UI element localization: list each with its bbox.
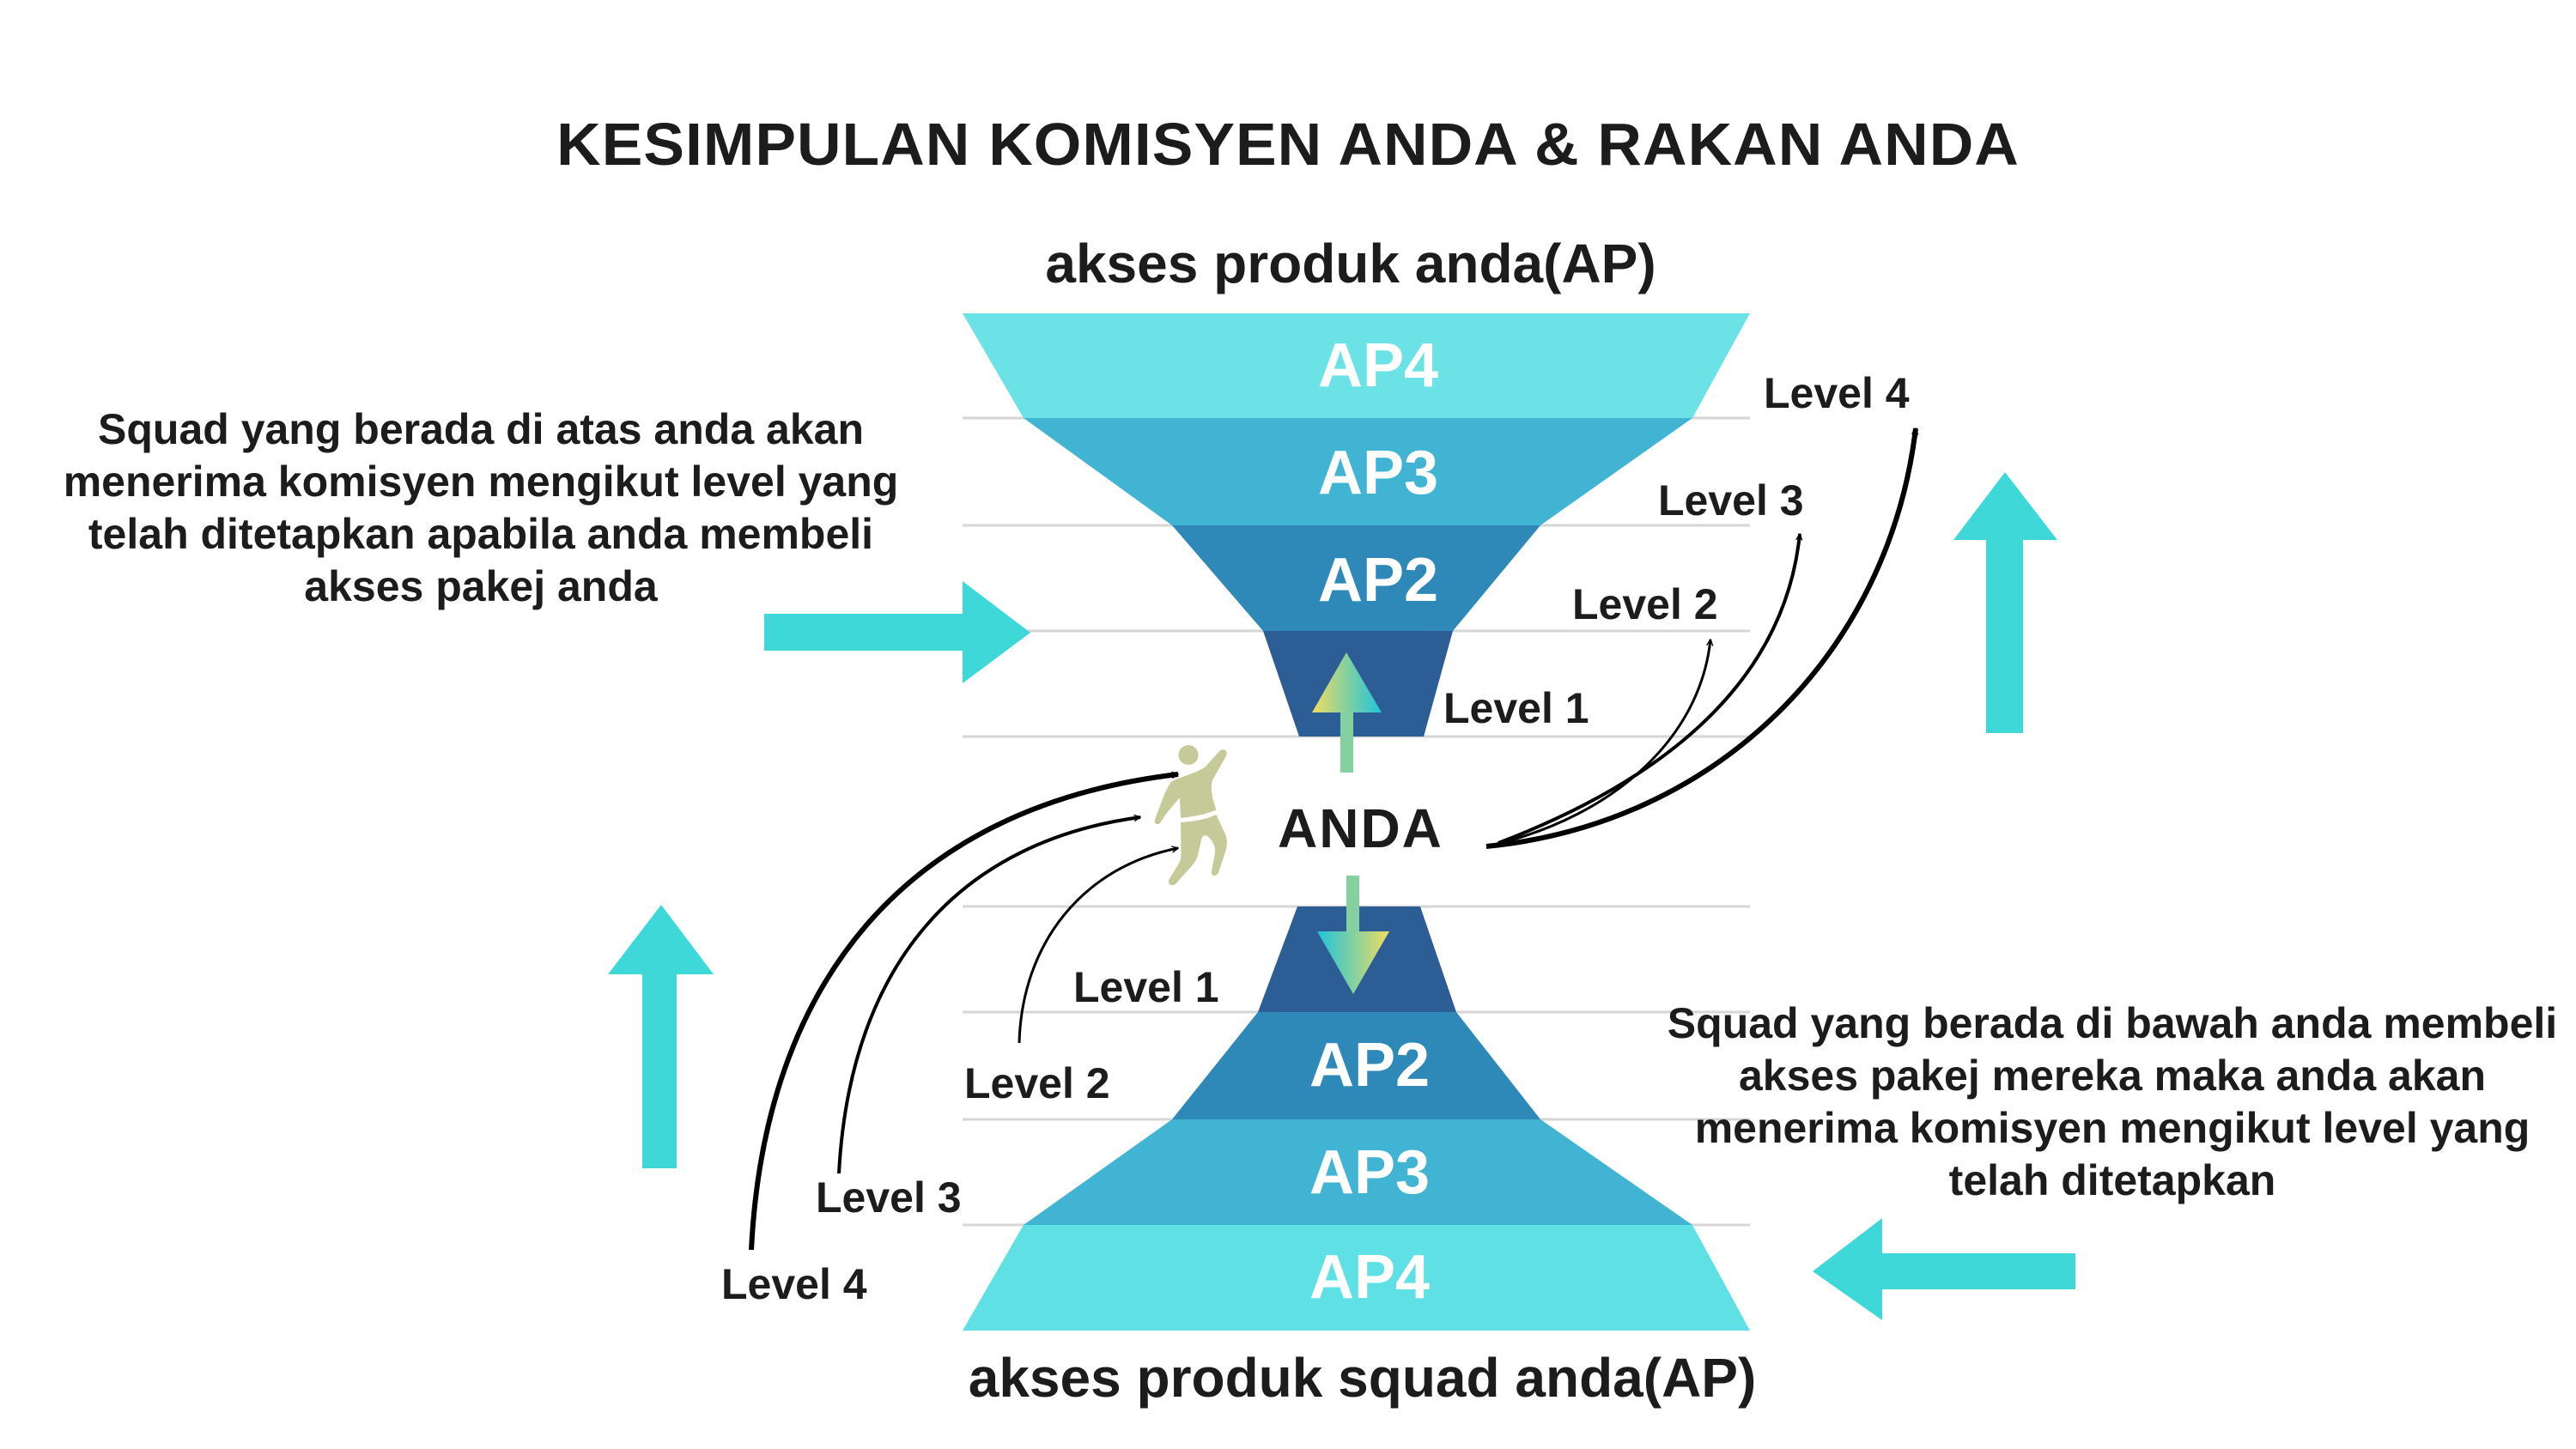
top-level-2-label: Level 2 xyxy=(1572,580,1718,628)
top-tier-ap3 xyxy=(1024,418,1692,525)
left-up-arrow-icon xyxy=(608,905,714,1168)
arrow-to-level-3-right xyxy=(1498,534,1800,845)
bottom-level-3-label: Level 3 xyxy=(816,1173,962,1222)
left-level-arrows xyxy=(749,774,1178,1251)
top-tier-ap2 xyxy=(1172,525,1540,631)
right-level-arrows xyxy=(1485,428,1916,849)
arrow-from-level-3-left xyxy=(837,817,1140,1174)
bottom-tier-ap4 xyxy=(963,1225,1750,1331)
arrow-to-level-2-right xyxy=(1493,640,1710,846)
bottom-level-2-label: Level 2 xyxy=(964,1059,1110,1107)
top-level-4-label: Level 4 xyxy=(1764,369,1910,417)
right-pointing-arrow-icon xyxy=(764,581,1030,683)
bottom-tier-label-ap2: AP2 xyxy=(1309,1031,1431,1100)
top-description: Squad yang berada di atas anda akan mene… xyxy=(63,405,899,610)
arrow-from-level-4-left xyxy=(749,774,1178,1251)
top-tier-label-ap4: AP4 xyxy=(1317,331,1439,400)
top-tier-label-ap3: AP3 xyxy=(1317,439,1439,507)
bottom-funnel-heading: akses produk squad anda(AP) xyxy=(968,1347,1757,1409)
anda-label: ANDA xyxy=(1278,797,1443,859)
bottom-description: Squad yang berada di bawah anda membeli … xyxy=(1667,999,2558,1204)
bottom-level-4-label: Level 4 xyxy=(721,1260,867,1308)
bottom-tier-label-ap4: AP4 xyxy=(1309,1243,1431,1312)
right-up-arrow-icon xyxy=(1953,472,2057,733)
bottom-tier-label-ap3: AP3 xyxy=(1309,1138,1431,1207)
top-tier-label-ap2: AP2 xyxy=(1317,546,1439,615)
arrow-to-level-4-right xyxy=(1485,428,1916,849)
top-level-3-label: Level 3 xyxy=(1658,476,1804,524)
bottom-tier-ap2 xyxy=(1172,1012,1540,1119)
top-level-1-label: Level 1 xyxy=(1443,684,1589,732)
arrow-from-level-2-left xyxy=(1018,848,1178,1044)
bottom-tier-ap3 xyxy=(1024,1119,1692,1225)
up-arrow-gradient-icon xyxy=(1312,652,1382,773)
bottom-level-1-label: Level 1 xyxy=(1073,963,1219,1011)
top-tier-ap4 xyxy=(963,313,1750,418)
top-funnel xyxy=(963,313,1750,737)
page-title: KESIMPULAN KOMISYEN ANDA & RAKAN ANDA xyxy=(556,111,2020,178)
top-funnel-heading: akses produk anda(AP) xyxy=(1045,233,1656,294)
person-jumping-icon xyxy=(1154,745,1227,886)
down-arrow-gradient-icon xyxy=(1317,876,1389,994)
left-pointing-arrow-icon xyxy=(1813,1218,2075,1320)
